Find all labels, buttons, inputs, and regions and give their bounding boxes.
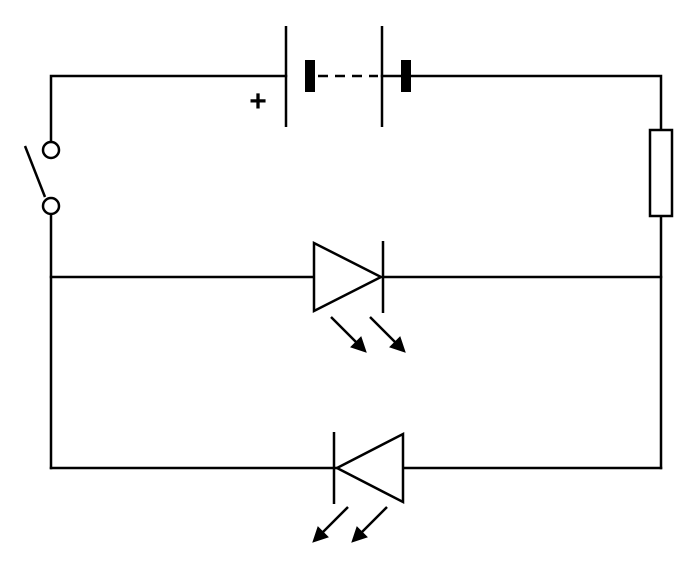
led-reverse	[312, 431, 405, 543]
switch	[23, 140, 61, 216]
led-reverse-arrow-2	[361, 506, 388, 533]
switch-lever	[23, 145, 47, 198]
led-reverse-arrowhead-1	[312, 526, 329, 543]
led-forward-arrow-1	[330, 316, 357, 343]
led-forward-arrowhead-1	[350, 336, 367, 353]
led-forward	[312, 240, 406, 353]
resistor	[648, 128, 674, 218]
led-forward-arrow-2	[369, 316, 396, 343]
led-reverse-arrowhead-2	[351, 526, 368, 543]
led-reverse-triangle	[334, 431, 405, 505]
led-forward-arrowhead-2	[389, 336, 406, 353]
led-reverse-arrow-1	[322, 506, 349, 533]
circuit-wires	[49, 74, 663, 470]
battery-cell-right	[401, 60, 411, 92]
switch-contact-top	[41, 140, 61, 160]
battery-cell-left	[305, 60, 315, 92]
wire-top-left	[49, 74, 288, 152]
battery: +	[249, 26, 411, 127]
battery-plus-label: +	[249, 85, 267, 118]
led-forward-light-arrows	[330, 316, 406, 353]
led-forward-triangle	[312, 240, 384, 314]
wire-top-right	[380, 74, 663, 132]
led-reverse-light-arrows	[312, 506, 388, 543]
switch-contact-bottom	[41, 196, 61, 216]
